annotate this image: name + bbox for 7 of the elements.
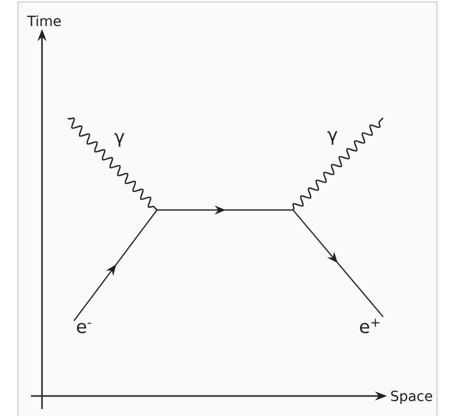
- particle-label: e$^{-}$: [77, 322, 92, 334]
- axis-label: Time: [27, 15, 61, 26]
- axis-label: Space: [391, 390, 432, 404]
- particle-label: γ: [114, 133, 124, 147]
- electron-line: [74, 205, 384, 322]
- particle-label: e$^{+}$: [360, 318, 380, 334]
- particle-label: γ: [327, 131, 338, 145]
